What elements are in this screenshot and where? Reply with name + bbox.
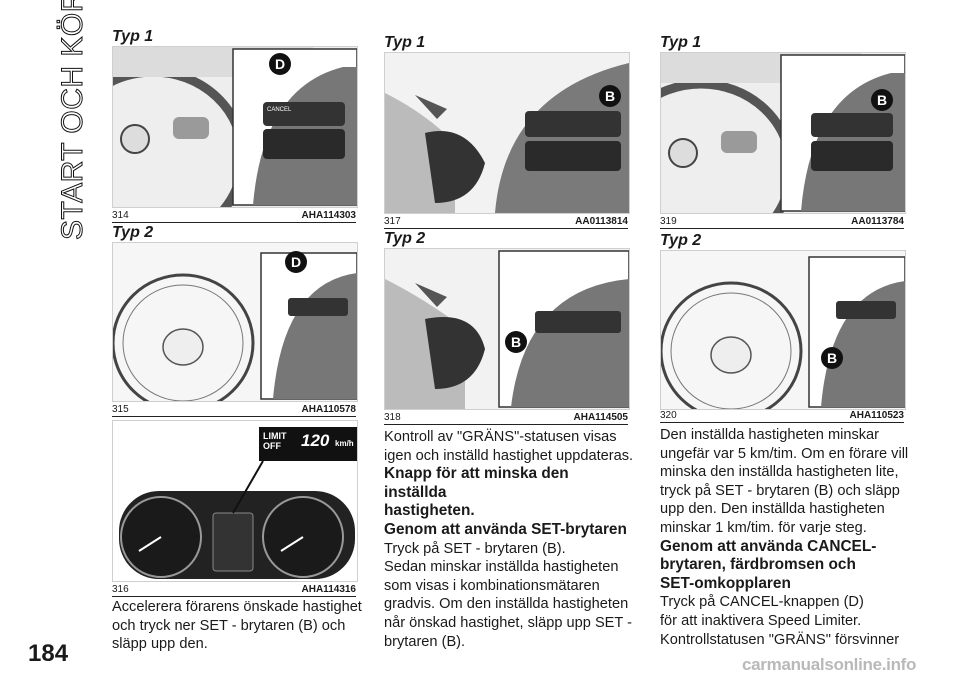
figure-320-caption: 320 AHA110523	[660, 410, 904, 423]
fig318-type-label: Typ 2	[384, 230, 426, 247]
fig314-type-label: Typ 1	[112, 28, 154, 45]
column-1-text: Accelerera förarens önskade hastighet oc…	[112, 598, 362, 654]
speed-unit: km/h	[335, 439, 354, 448]
text-line: når önskad hastighet, släpp upp SET -	[384, 614, 632, 631]
steering-wheel-type1-image	[113, 47, 357, 207]
text-line: och tryck ner SET - brytaren (B) och	[112, 617, 346, 634]
figure-318-caption: 318 AHA114505	[384, 412, 628, 425]
figure-315-illustration: D	[112, 242, 358, 402]
figure-314-caption: 314 AHA114303	[112, 210, 356, 223]
column-2-text: Kontroll av "GRÄNS"-statusen visas igen …	[384, 428, 634, 651]
stalk-control-press-type2-image	[385, 249, 629, 409]
fig320-type-label: Typ 2	[660, 232, 702, 249]
side-section-title: START OCH KÖRNING	[56, 0, 90, 241]
figure-number: 318	[384, 412, 401, 423]
callout-badge-D: D	[269, 53, 291, 75]
figure-314-illustration: D CANCEL	[112, 46, 358, 208]
steering-wheel-type2-set-image	[661, 251, 905, 409]
text-line: för att inaktivera Speed Limiter.	[660, 612, 862, 629]
figure-code: AHA114505	[573, 412, 628, 423]
section-heading: Genom att använda CANCEL-	[660, 537, 877, 555]
column-3-text: Den inställda hastigheten minskar ungefä…	[660, 426, 920, 649]
figure-code: AA0113784	[851, 216, 904, 227]
text-line: Sedan minskar inställda hastigheten	[384, 559, 619, 576]
section-heading: Genom att använda SET-brytaren	[384, 520, 627, 538]
text-line: igen och inställd hastighet uppdateras.	[384, 447, 634, 464]
figure-code: AHA110523	[849, 410, 904, 421]
figure-319-illustration: B	[660, 52, 906, 214]
off-label: OFF	[263, 441, 281, 451]
page-number: 184	[28, 640, 69, 667]
section-heading: brytaren, färdbromsen och	[660, 556, 856, 574]
text-line: Tryck på CANCEL-knappen (D)	[660, 594, 864, 611]
speed-limit-value: 120	[301, 431, 330, 450]
callout-badge-B: B	[505, 331, 527, 353]
fig315-type-label: Typ 2	[112, 224, 154, 241]
figure-317-caption: 317 AA0113814	[384, 216, 628, 229]
text-line: Accelerera förarens önskade hastighet	[112, 599, 362, 615]
text-line: upp den. Den inställda hastigheten	[660, 501, 885, 518]
section-heading: SET-omkopplaren	[660, 574, 791, 592]
text-line: brytaren (B).	[384, 633, 466, 650]
section-heading: hastigheten.	[384, 502, 475, 520]
figure-319-caption: 319 AA0113784	[660, 216, 904, 229]
text-line: Kontrollstatusen "GRÄNS" försvinner	[660, 631, 900, 648]
text-line: minskar 1 km/tim. för varje steg.	[660, 519, 867, 536]
callout-badge-B: B	[821, 347, 843, 369]
text-line: tryck på SET - brytaren (B) och släpp	[660, 482, 900, 499]
figure-code: AHA114316	[301, 584, 356, 595]
figure-code: AHA110578	[301, 404, 356, 415]
figure-316-caption: 316 AHA114316	[112, 584, 356, 597]
fig319-type-label: Typ 1	[660, 34, 702, 51]
stalk-control-press-image	[385, 53, 629, 213]
figure-317-illustration: B	[384, 52, 630, 214]
figure-316-illustration: LIMIT OFF 120 km/h	[112, 420, 358, 582]
figure-315-caption: 315 AHA110578	[112, 404, 356, 417]
figure-code: AHA114303	[301, 210, 356, 221]
figure-number: 317	[384, 216, 401, 227]
text-line: släpp upp den.	[112, 636, 208, 653]
text-line: Den inställda hastigheten minskar	[660, 427, 880, 443]
text-line: ungefär var 5 km/tim. Om en förare vill	[660, 445, 909, 462]
text-line: minska den inställda hastigheten lite,	[660, 464, 899, 481]
steering-wheel-type2-image	[113, 243, 357, 401]
figure-number: 316	[112, 584, 129, 595]
figure-318-illustration: B	[384, 248, 630, 410]
site-watermark: carmanualsonline.info	[742, 655, 917, 674]
section-heading: Knapp för att minska den inställda	[384, 465, 569, 501]
figure-320-illustration: B	[660, 250, 906, 410]
text-line: som visas i kombinationsmätaren	[384, 577, 600, 594]
text-line: Tryck på SET - brytaren (B).	[384, 540, 566, 557]
figure-number: 320	[660, 410, 677, 421]
figure-code: AA0113814	[575, 216, 628, 227]
figure-number: 319	[660, 216, 677, 227]
steering-wheel-type1-set-image	[661, 53, 905, 213]
callout-badge-D: D	[285, 251, 307, 273]
text-line: gradvis. Om den inställda hastigheten	[384, 596, 629, 613]
limit-label: LIMIT	[263, 431, 287, 441]
instrument-cluster-image	[113, 421, 357, 581]
callout-badge-B: B	[599, 85, 621, 107]
cancel-button-label: CANCEL	[267, 107, 292, 113]
figure-number: 314	[112, 210, 129, 221]
text-line: Kontroll av "GRÄNS"-statusen visas	[384, 429, 617, 445]
fig317-type-label: Typ 1	[384, 34, 426, 51]
callout-badge-B: B	[871, 89, 893, 111]
figure-number: 315	[112, 404, 129, 415]
